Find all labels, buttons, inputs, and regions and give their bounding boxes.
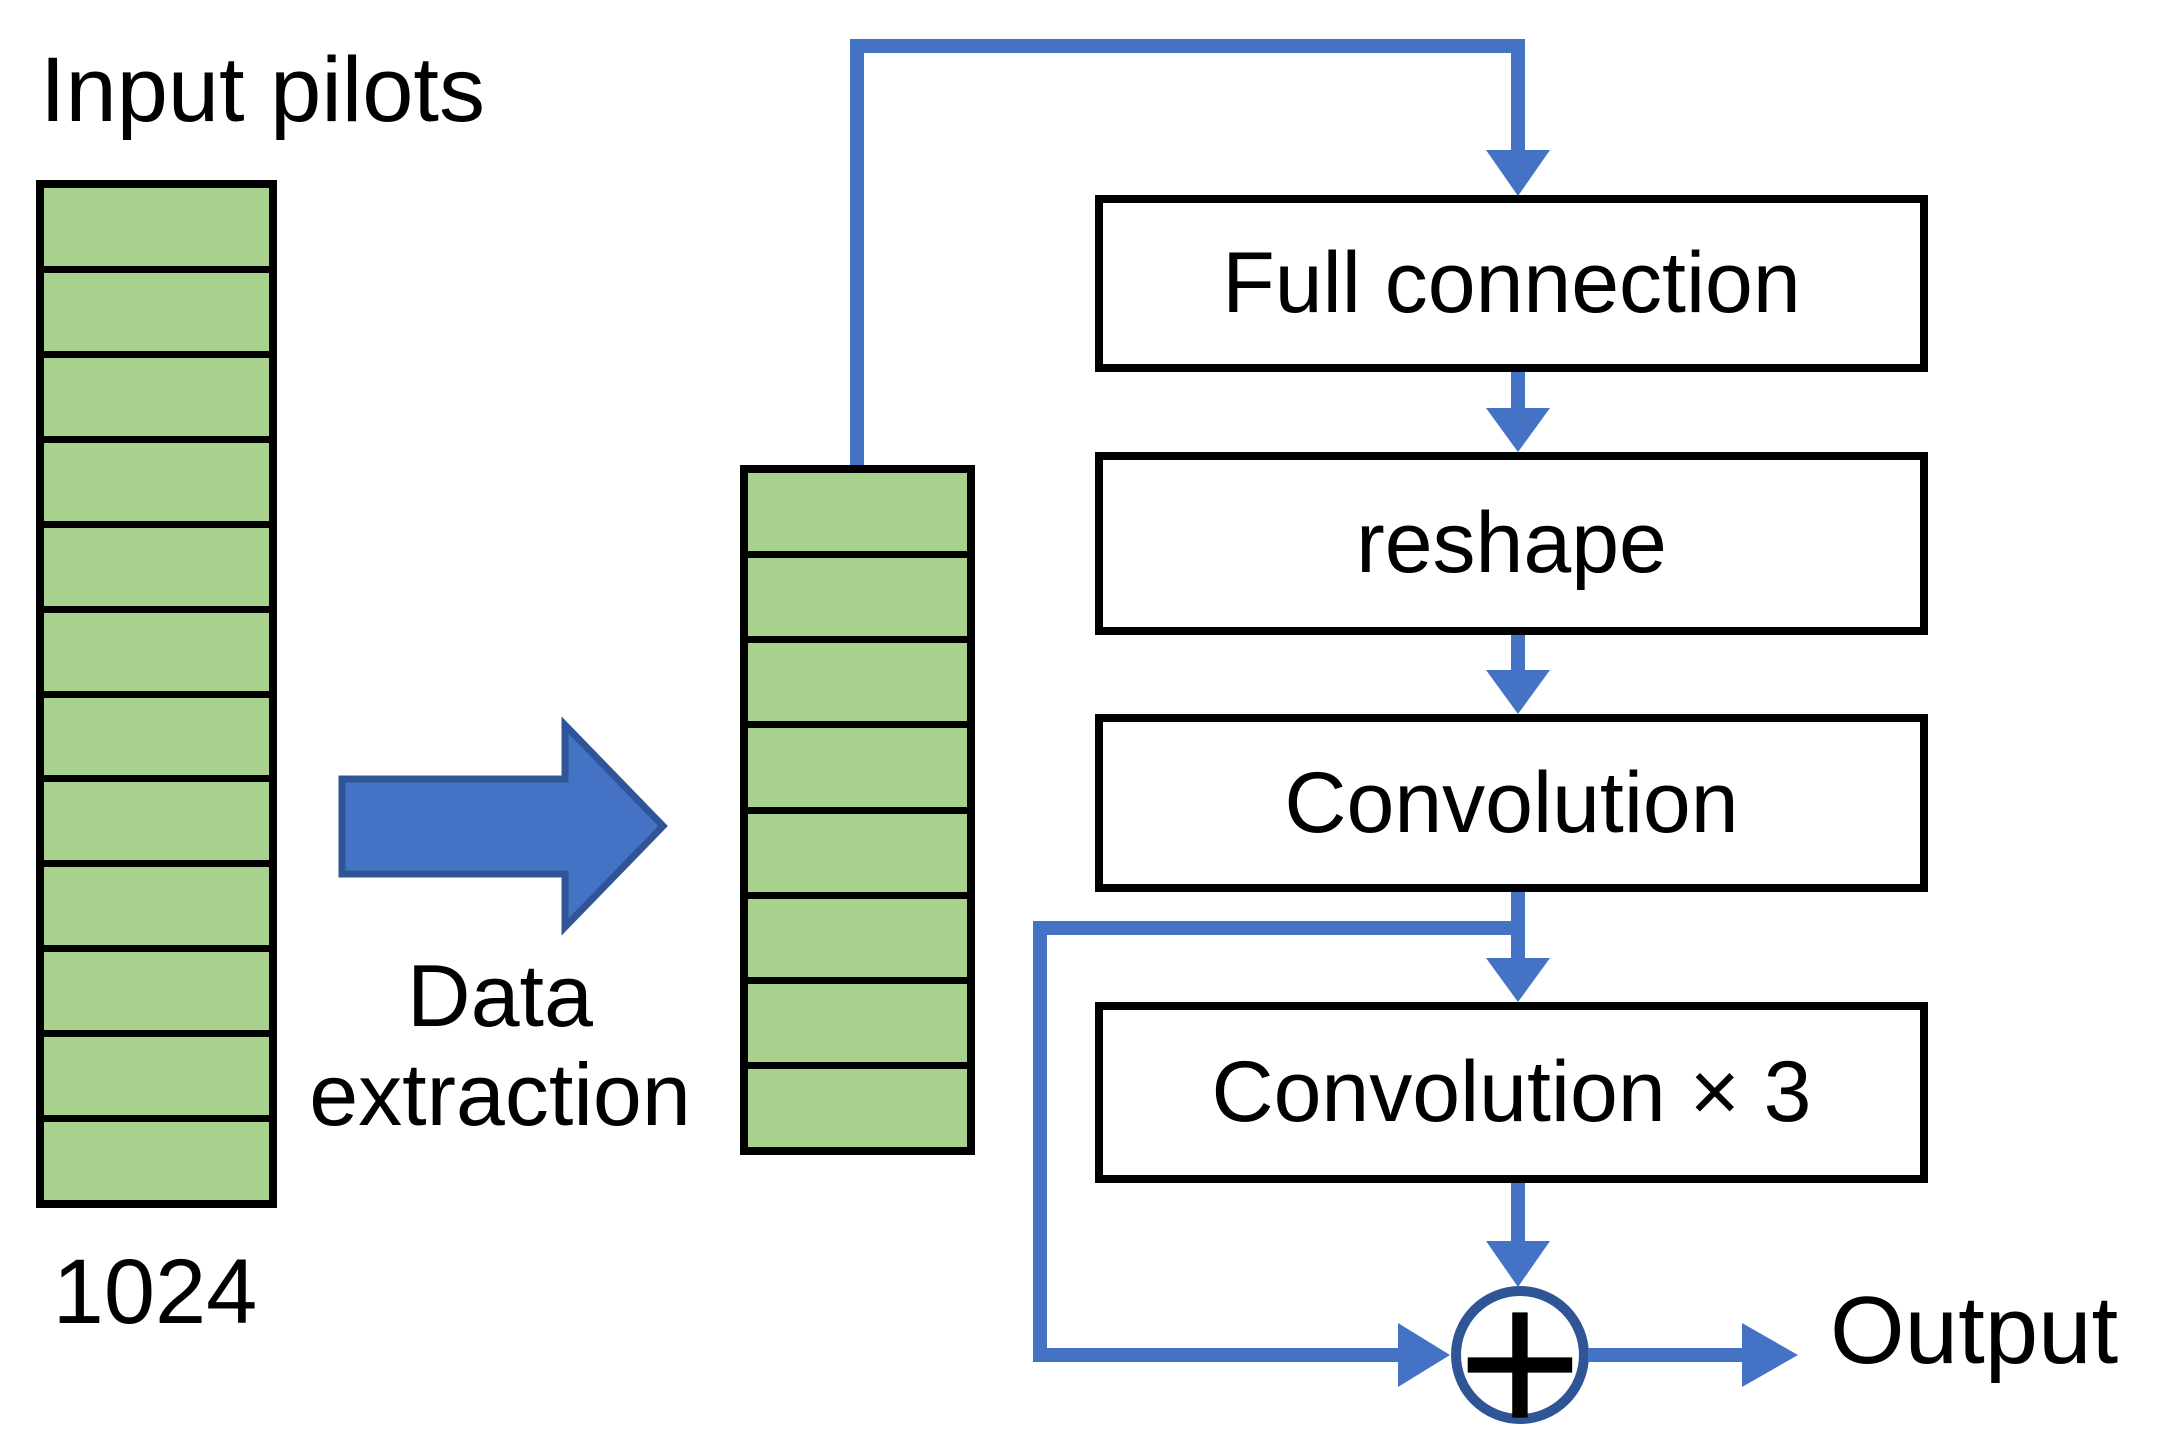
flow-arrow-3-head-icon [1486,958,1550,1002]
convolution-box: Convolution [1095,714,1928,892]
stack-cell [44,357,269,443]
adder-plus-symbol: + [1457,1242,1583,1449]
stack-cell [748,1068,967,1147]
top-connector-line [850,39,1525,465]
stack-cell [748,813,967,899]
convolution-x3-box: Convolution × 3 [1095,1002,1928,1183]
full-connection-box: Full connection [1095,195,1928,372]
stack-cell [44,188,269,273]
stack-cell [748,643,967,729]
stack-cell [44,952,269,1038]
stack-cell [44,442,269,528]
skip-connection-arrowhead-icon [1398,1323,1450,1387]
adder-circle [1451,1286,1589,1424]
stack-cell [44,527,269,613]
skip-connection-line [1033,921,1518,1362]
stack-cell [748,728,967,814]
extracted-data-stack [740,465,975,1155]
stack-cell [44,1037,269,1123]
stack-cell [44,697,269,783]
reshape-box: reshape [1095,452,1928,635]
input-pilots-stack [36,180,277,1208]
stack-cell [44,272,269,358]
data-extraction-arrow-icon [338,716,668,936]
data-extraction-caption-line1: Data [407,946,593,1045]
input-pilots-title: Input pilots [40,39,485,141]
reshape-label: reshape [1356,495,1667,591]
stack-cell [748,558,967,644]
data-extraction-caption-line2: extraction [309,1045,691,1145]
full-connection-label: Full connection [1222,235,1801,331]
flow-arrow-2-head-icon [1486,670,1550,714]
stack-cell [44,612,269,698]
top-connector-arrowhead-icon [1486,150,1550,196]
convolution-label: Convolution [1284,754,1739,851]
convolution-x3-label: Convolution × 3 [1211,1044,1812,1140]
data-extraction-caption: Data extraction [255,946,745,1145]
stack-cell [748,473,967,559]
output-label: Output [1830,1277,2119,1384]
stack-cell [44,782,269,868]
output-arrowhead-icon [1742,1323,1798,1387]
flow-arrow-1-head-icon [1486,408,1550,452]
stack-cell [748,983,967,1069]
stack-cell [44,1122,269,1201]
flow-arrow-4-head-icon [1486,1241,1550,1287]
stack-cell [44,867,269,953]
stack-cell [748,898,967,984]
input-size-label: 1024 [52,1241,258,1343]
